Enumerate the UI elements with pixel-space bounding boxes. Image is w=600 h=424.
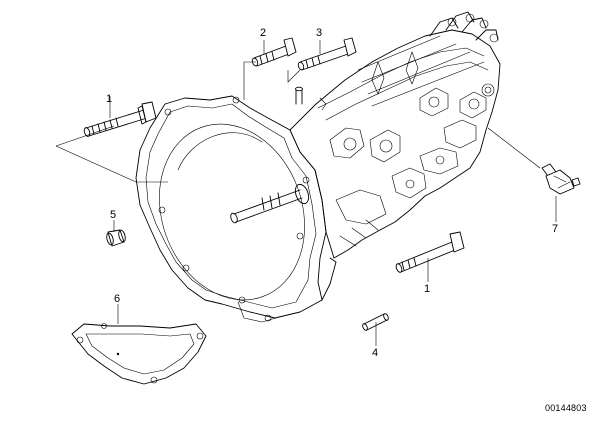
callout-5: 5 — [110, 209, 116, 221]
catalog-number: 00144803 — [545, 403, 587, 413]
cover-plate-6 — [71, 304, 207, 385]
bolt-2 — [243, 37, 297, 100]
callout-1-right: 1 — [424, 283, 430, 295]
callout-2: 2 — [260, 27, 266, 39]
callout-6: 6 — [114, 293, 120, 305]
bolt-long-left — [55, 96, 168, 183]
pin-4 — [362, 313, 389, 346]
transmission-housing — [135, 11, 501, 323]
callout-labels: 1 2 3 5 6 1 4 7 — [106, 27, 558, 359]
bolt-3 — [287, 37, 357, 83]
callout-7: 7 — [552, 223, 558, 235]
switch-7 — [487, 127, 581, 222]
sleeve-5 — [106, 220, 126, 247]
callout-3: 3 — [316, 27, 322, 39]
bolt-long-right — [395, 231, 465, 282]
callout-1-left: 1 — [106, 93, 112, 105]
callout-4: 4 — [372, 347, 378, 359]
